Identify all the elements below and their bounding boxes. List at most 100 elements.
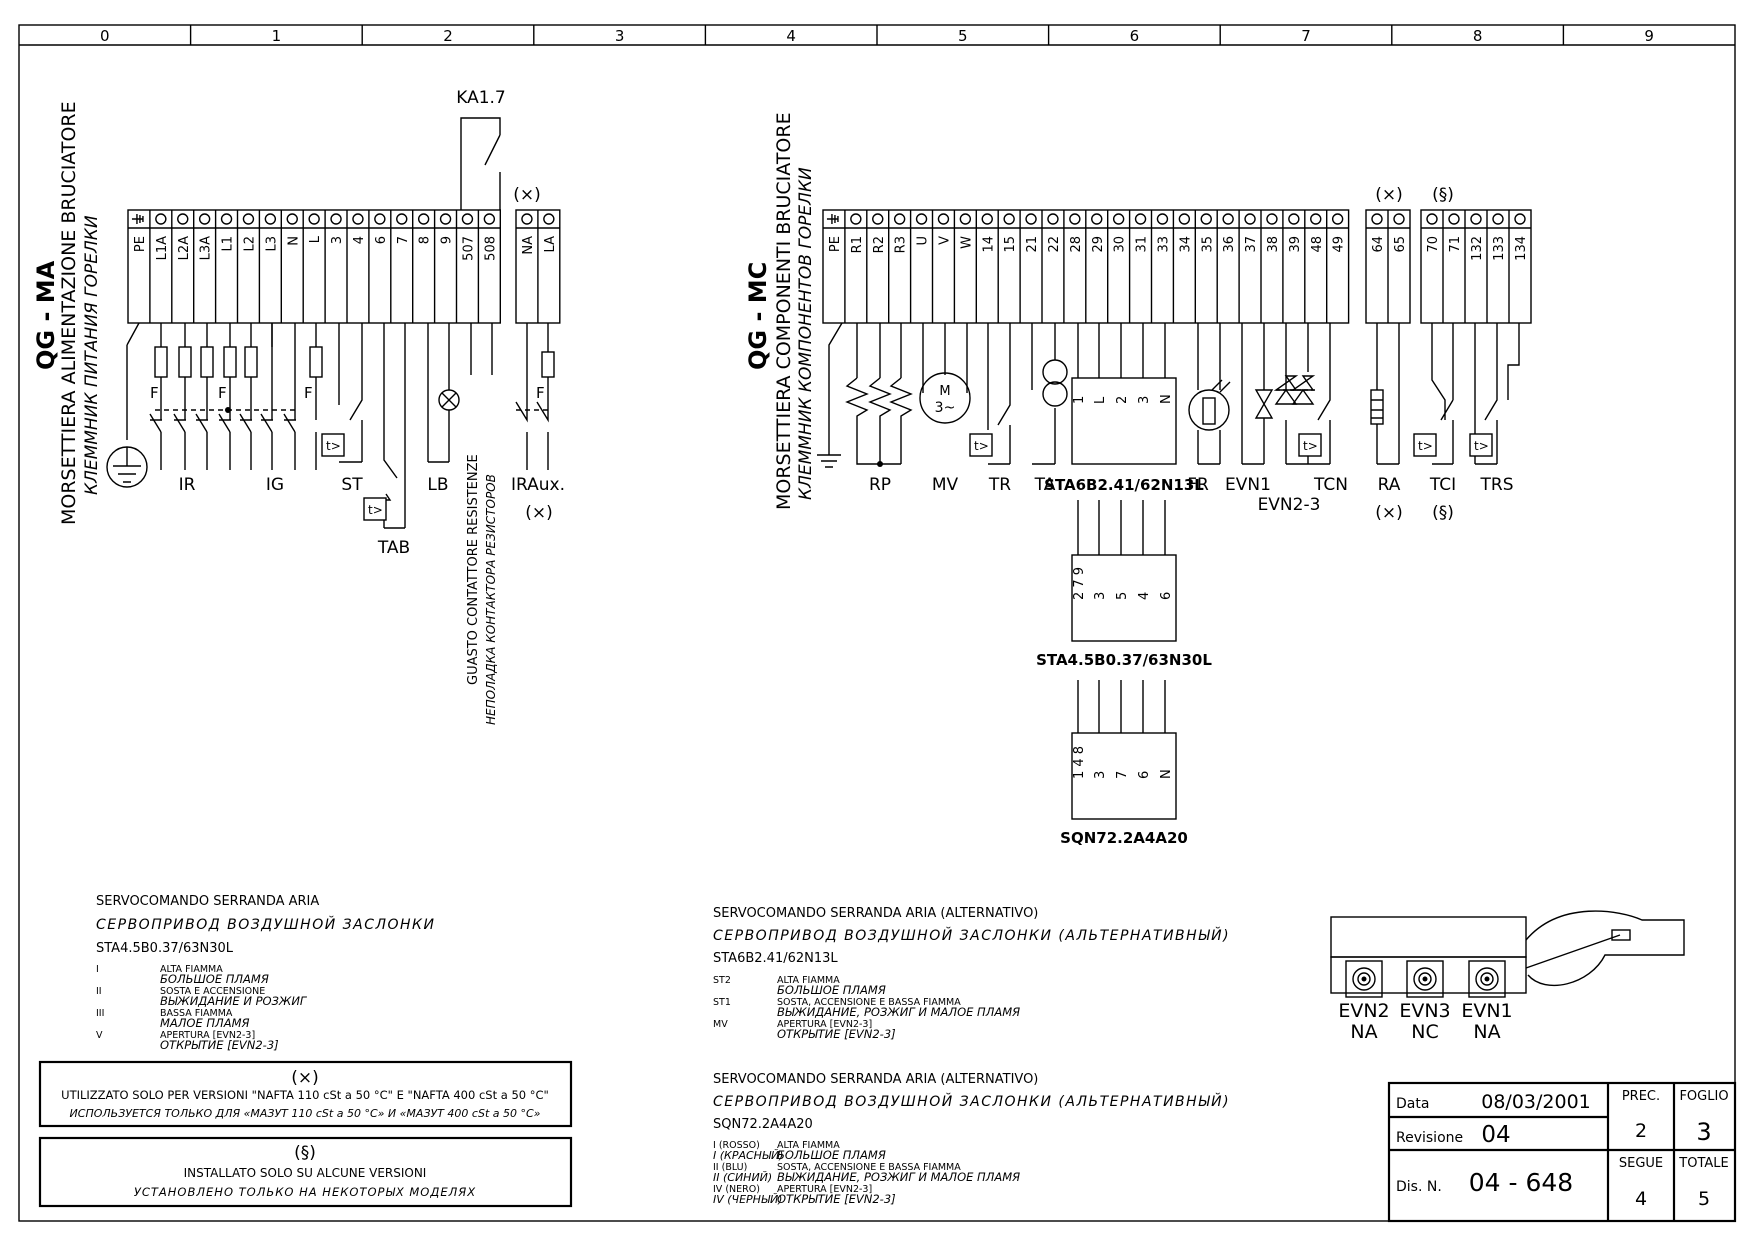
terminal-label: 31 [1135, 236, 1150, 253]
terminal-screw [1448, 213, 1460, 225]
terminal-label: 38 [1266, 236, 1281, 253]
legend-key: I (ROSSO) [713, 1140, 760, 1151]
valve-state: NA [1350, 1021, 1377, 1043]
legend-text-it: SOSTA E ACCENSIONE [160, 986, 265, 997]
terminal-screw [439, 213, 452, 225]
tb-totale-value: 5 [1698, 1188, 1710, 1210]
timer-box [1469, 433, 1493, 457]
legend-text-it: ALTA FIAMMA [777, 975, 840, 986]
legend-mid-2: SERVOCOMANDO SERRANDA ARIA (ALTERNATIVO)… [713, 1072, 1230, 1206]
legend-text-it: SOSTA, ACCENSIONE E BASSA FIAMMA [777, 997, 961, 1008]
terminal-screw [308, 213, 320, 225]
terminal-label: L1A [155, 236, 170, 261]
legend-text-ru: ОТКРЫТИЕ [EVN2-3] [160, 1038, 279, 1052]
timer-box [321, 433, 345, 457]
terminal-screw [1331, 213, 1344, 225]
terminal-label: 29 [1091, 236, 1106, 253]
terminal-screw [1003, 213, 1015, 225]
terminal-screw [155, 213, 167, 225]
sqn-label: SQN72.2A4A20 [1060, 829, 1188, 847]
legend-text-ru: ВЫЖИДАНИЕ И РОЗЖИГ [160, 994, 308, 1008]
legend-key: I [96, 964, 99, 975]
legend-key-ru: I (КРАСНЫЙ) [713, 1149, 783, 1162]
legend-text-ru: ВЫЖИДАНИЕ, РОЗЖИГ И МАЛОЕ ПЛАМЯ [777, 1170, 1020, 1184]
motor-icon [919, 372, 971, 424]
terminal-screw [220, 213, 233, 225]
terminal-screw [1244, 213, 1256, 225]
device-rp: RP [869, 475, 891, 495]
valve-state: NC [1411, 1021, 1438, 1043]
terminal-screw [1222, 213, 1234, 225]
valve-state: NA [1473, 1021, 1500, 1043]
legend-left-heading-ru: СЕРВОПРИВОД ВОЗДУШНОЙ ЗАСЛОНКИ [96, 915, 435, 933]
legend-mid2-heading-it: SERVOCOMANDO SERRANDA ARIA (ALTERNATIVO) [713, 1072, 1038, 1087]
legend-text-it: APERTURA [EVN2-3] [777, 1184, 872, 1195]
valve-name: EVN1 [1461, 1000, 1512, 1022]
tb-foglio-value: 3 [1696, 1118, 1711, 1146]
device-tab: TAB [377, 538, 410, 558]
legend-text-it: ALTA FIAMMA [777, 1140, 840, 1151]
terminal-screw [1091, 213, 1103, 225]
terminal-label: 132 [1470, 236, 1485, 261]
terminal-label: LA [543, 236, 558, 253]
terminal-label: 6 [374, 236, 389, 244]
terminal-screw [352, 213, 364, 225]
fault-text-it: GUASTO CONTATTORE RESISTENZE [466, 454, 481, 685]
terminal-screw [1371, 213, 1383, 225]
fault-text-ru: НЕПОЛАДКА КОНТАКТОРА РЕЗИСТОРОВ [484, 474, 498, 725]
terminal-label: 37 [1244, 236, 1259, 253]
tb-prec-label: PREC. [1622, 1089, 1660, 1104]
legend-mid2-heading-ru: СЕРВОПРИВОД ВОЗДУШНОЙ ЗАСЛОНКИ (АЛЬТЕРНА… [713, 1092, 1230, 1110]
timer-box [1413, 433, 1437, 457]
fuse [244, 346, 258, 378]
fuse [309, 346, 323, 378]
device-tr: TR [988, 475, 1011, 495]
terminal-label: 4 [352, 236, 367, 244]
terminal-screw [1426, 213, 1438, 225]
earth-line [126, 322, 140, 440]
tb-prec-value: 2 [1635, 1120, 1647, 1142]
legend-mid1-heading-ru: СЕРВОПРИВОД ВОЗДУШНОЙ ЗАСЛОНКИ (АЛЬТЕРНА… [713, 926, 1230, 944]
note-x-mark: (×) [291, 1068, 319, 1088]
terminal-label: 7 [396, 236, 411, 244]
tb-segue-label: SEGUE [1619, 1156, 1663, 1171]
aux-mark-top: (×) [513, 185, 541, 205]
terminal-screw [543, 213, 555, 225]
fuse [200, 346, 214, 378]
legend-key: IV (NERO) [713, 1184, 760, 1195]
timer-box [969, 433, 993, 457]
terminal-label: 64 [1371, 236, 1386, 253]
evn23-valves: t> [1273, 323, 1331, 465]
terminal-screw [198, 213, 211, 225]
note-s-box: (§) INSTALLATO SOLO SU ALCUNE VERSIONI У… [38, 1136, 573, 1208]
tb-data-label: Data [1396, 1096, 1429, 1112]
lb-circuit [427, 323, 460, 463]
fuse [178, 346, 192, 378]
legend-text-ru: ОТКРЫТИЕ [EVN2-3] [777, 1027, 896, 1041]
grid-column-label: 4 [786, 27, 796, 45]
right-block-code: QG - MC [744, 262, 772, 370]
terminal-label: 65 [1393, 236, 1408, 253]
tci-mark-top: (§) [1432, 185, 1454, 205]
motor-sub: 3~ [935, 400, 956, 416]
terminal-label: 134 [1514, 236, 1529, 261]
fuse-mark: F [536, 384, 545, 402]
terminal-screw [374, 213, 386, 225]
legend-text-ru: МАЛОЕ ПЛАМЯ [160, 1016, 249, 1030]
legend-mid1-model: STA6B2.41/62N13L [713, 951, 838, 966]
terminal-label: PE [133, 236, 148, 252]
legend-text-it: BASSA FIAMMA [160, 1008, 233, 1019]
legend-text-it: APERTURA [EVN2-3] [160, 1030, 255, 1041]
terminal-screw [417, 213, 430, 225]
device-lb: LB [427, 475, 448, 495]
grid-column-label: 3 [615, 27, 625, 45]
device-evn23: EVN2-3 [1258, 495, 1321, 515]
terminal-label: PE [828, 236, 843, 252]
terminal-label: 71 [1448, 236, 1463, 253]
legend-mid-1: SERVOCOMANDO SERRANDA ARIA (ALTERNATIVO)… [713, 906, 1230, 1041]
pin-label: N [1159, 769, 1174, 779]
evn1-valve [1241, 323, 1274, 465]
